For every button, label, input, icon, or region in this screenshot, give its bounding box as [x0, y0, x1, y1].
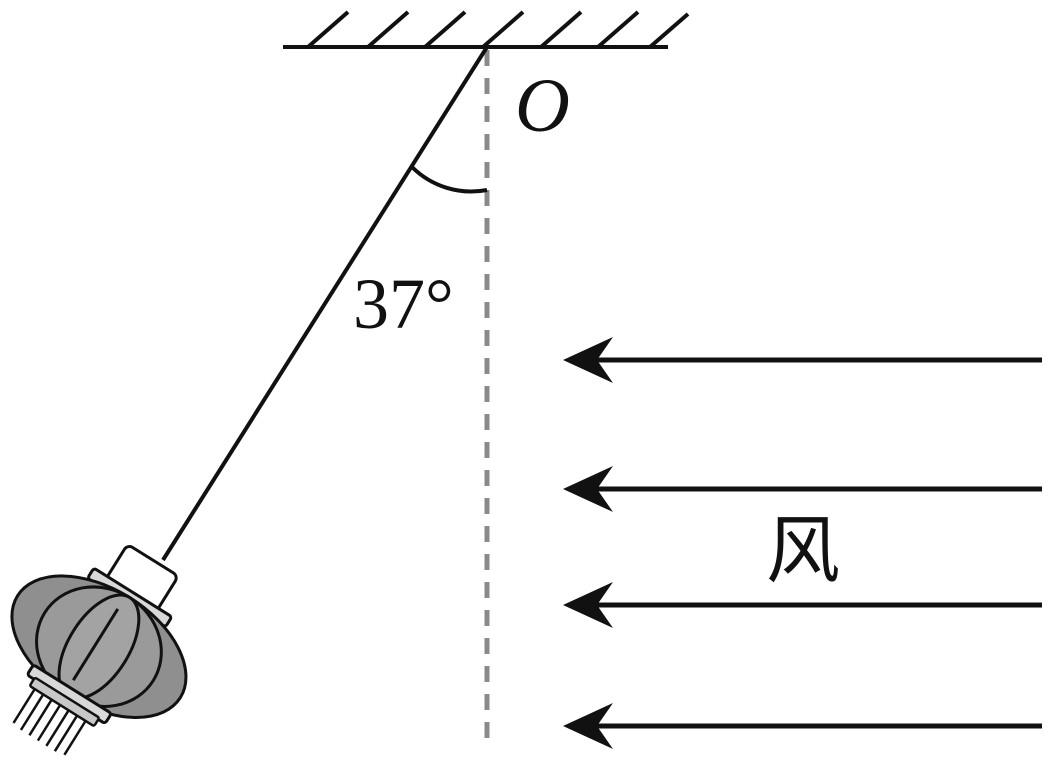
lantern-icon	[10, 545, 188, 756]
wind-arrow	[563, 582, 1042, 628]
wind-arrow	[563, 703, 1042, 749]
wind-label: 风	[766, 508, 840, 594]
angle-label: 37°	[353, 264, 454, 344]
ceiling-hatching	[306, 10, 690, 49]
wind-arrow	[563, 466, 1042, 512]
ceiling	[283, 10, 690, 49]
angle-arc	[410, 165, 488, 194]
string	[161, 45, 489, 562]
wind-arrows	[563, 337, 1042, 749]
pivot-label: O	[515, 64, 570, 148]
wind-arrow	[563, 337, 1042, 383]
